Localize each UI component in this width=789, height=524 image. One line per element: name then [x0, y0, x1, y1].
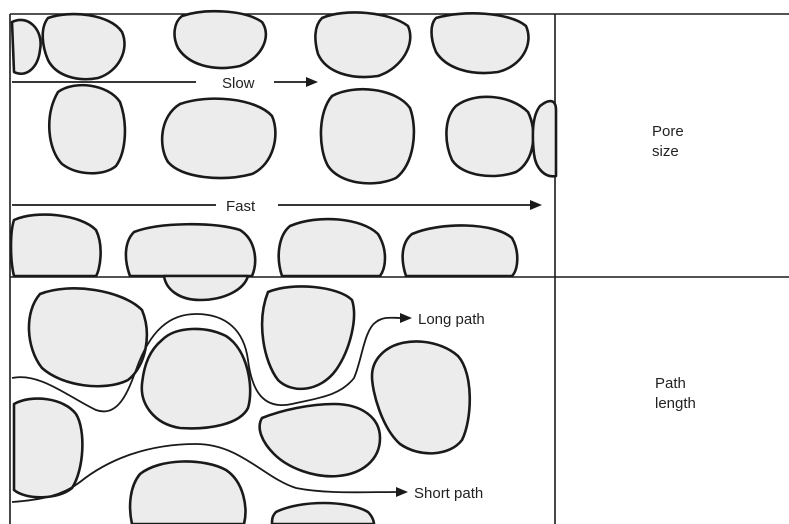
- path-length-side-label: Path length: [655, 374, 696, 414]
- pore-size-label-line2: size: [652, 142, 684, 162]
- path-length-label-line2: length: [655, 394, 696, 414]
- slow-flow-arrow: [12, 77, 318, 87]
- path-length-label-line1: Path: [655, 374, 696, 394]
- short-path-label: Short path: [414, 485, 483, 502]
- slow-label: Slow: [222, 75, 255, 92]
- pore-size-side-label: Pore size: [652, 122, 684, 162]
- pore-size-label-line1: Pore: [652, 122, 684, 142]
- fast-flow-arrow: [12, 200, 542, 210]
- fast-label: Fast: [226, 198, 256, 215]
- pore-size-grains: [11, 11, 556, 300]
- long-path-label: Long path: [418, 311, 485, 328]
